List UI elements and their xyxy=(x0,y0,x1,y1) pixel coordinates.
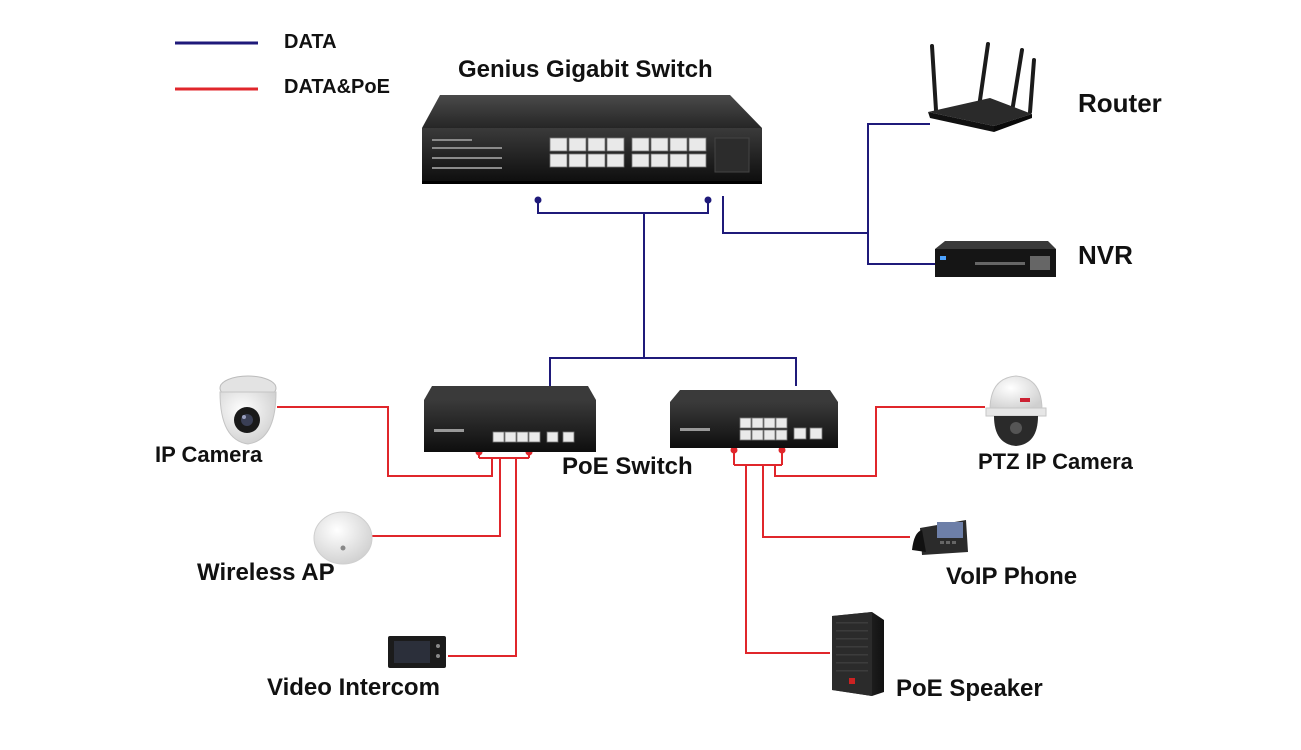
poe-speaker-label: PoE Speaker xyxy=(896,675,1043,702)
router-label: Router xyxy=(1078,88,1162,118)
video-intercom-label: Video Intercom xyxy=(267,674,440,701)
speaker-icon xyxy=(832,612,884,696)
ip-camera-label: IP Camera xyxy=(155,442,263,467)
legend-data-label: DATA xyxy=(284,31,337,53)
poe-switch-icon xyxy=(424,386,596,452)
poe-dot-4 xyxy=(778,446,786,454)
router-icon xyxy=(928,42,1036,132)
voip-phone-icon xyxy=(912,520,968,555)
uplink-dot-right xyxy=(704,196,712,204)
poe-switch-label: PoE Switch xyxy=(562,453,693,480)
gigabit-switch-icon xyxy=(422,95,762,184)
wireless-ap-label: Wireless AP xyxy=(197,559,335,586)
video-intercom-icon xyxy=(388,636,446,668)
ptz-camera-icon xyxy=(985,375,1047,446)
poe-dot-3 xyxy=(730,446,738,454)
nvr-icon xyxy=(935,241,1056,277)
voip-phone-label: VoIP Phone xyxy=(946,563,1078,590)
uplink-dot-left xyxy=(534,196,542,204)
ptz-camera-label: PTZ IP Camera xyxy=(978,449,1133,474)
nvr-label: NVR xyxy=(1078,240,1133,270)
legend-poe-label: DATA&PoE xyxy=(284,76,390,98)
wireless-ap-icon xyxy=(313,511,373,565)
core-switch-label: Genius Gigabit Switch xyxy=(458,56,713,83)
dome-camera-icon xyxy=(219,375,277,445)
poe-switch-icon-right xyxy=(670,390,838,448)
data-links xyxy=(537,123,935,386)
